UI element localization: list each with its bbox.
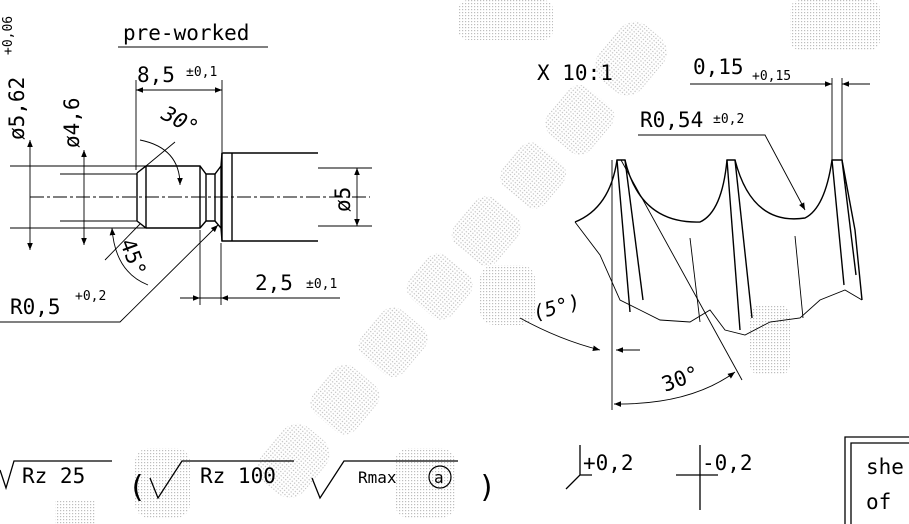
finish-alt1-label: Rz 100 [200,464,276,488]
dia-groove-value: ø4,6 [60,97,84,148]
surface-finish: Rz 25 ( Rz 100 Rmax a ) [0,460,496,505]
length-bottom-tolerance: ±0,1 [306,277,337,292]
offset-tolerance: +0,15 [752,69,791,84]
dia-shaft-value: ø5 [331,187,355,212]
root-line [689,237,701,323]
length-top-tolerance: ±0,1 [186,65,217,80]
angle-30-detail-label: 30° [659,361,703,397]
dia-outer-tolerance: +0,06 [1,16,16,55]
radius-detail-value: R0,54 [640,108,703,132]
flank [616,159,631,313]
finish-paren-open: ( [128,470,146,505]
finish-paren-close: ) [478,470,496,505]
radius-leader [0,224,219,323]
finish-symbol-main [0,460,112,491]
angle-5-label: (5°) [530,289,583,325]
flank [841,159,857,276]
dia-outer-value: ø5,62 [5,77,29,140]
angle-arc-30 [139,139,183,186]
pre-worked-label: pre-worked [123,21,249,45]
minus-tolerance-label: -0,2 [702,451,753,475]
watermark [55,0,880,524]
left-view [0,46,372,323]
angle-ref [620,159,743,381]
finish-alt2-label: Rmax [358,468,397,487]
plus-tolerance-symbol [565,445,592,490]
plus-tolerance-label: +0,2 [583,451,634,475]
angle-45-label: 45° [115,236,151,280]
title-block: she of [844,436,909,524]
length-top-value: 8,5 [137,63,175,87]
flank [831,159,845,286]
flank [624,159,644,301]
radius-tolerance: +0,2 [75,289,106,304]
length-bottom-value: 2,5 [255,271,293,295]
left-view-labels: pre-worked 8,5 ±0,1 ø5,62 +0,06 ø4,6 30°… [1,16,355,319]
scale-label: X 10:1 [537,61,613,85]
root-line [794,235,804,319]
finish-symbol-alt2 [311,460,458,500]
chamfer-ext [145,141,176,167]
radius-value: R0,5 [10,295,61,319]
finish-circle [428,465,452,489]
flank [726,159,741,331]
title-block-line2: of [866,490,891,514]
flank [734,159,753,319]
chamfer-ext-lower [104,223,141,261]
break-line [574,221,863,336]
angle-arc-45 [109,227,149,286]
minus-tolerance-symbol [676,445,718,510]
tolerance-symbols [565,445,718,510]
angle-30-label: 30° [157,101,203,140]
title-block-line1: she [866,455,904,479]
radius-detail-tolerance: ±0,2 [713,112,744,127]
radius-leader-detail [638,134,806,211]
offset-value: 0,15 [693,55,744,79]
thread-profile [574,159,863,301]
detail-view [519,78,870,410]
angle-arc-30-detail [613,371,736,407]
finish-symbol-alt1 [149,460,294,500]
angle-arc-5 [519,317,601,352]
finish-main-label: Rz 25 [22,464,85,488]
finish-circle-label: a [434,468,444,487]
